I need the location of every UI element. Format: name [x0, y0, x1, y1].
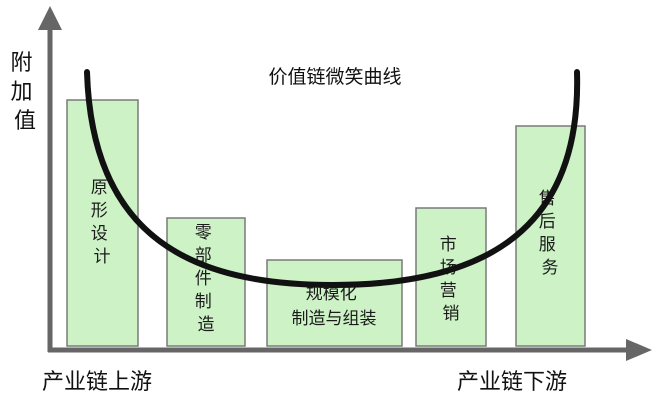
stage-box-parts	[166, 217, 246, 347]
stage-box-assembly	[266, 259, 403, 347]
axes	[38, 6, 652, 361]
x-axis-arrow	[626, 339, 652, 361]
x-axis-left-label: 产业链上游	[42, 370, 152, 395]
diagram-title: 价值链微笑曲线	[268, 66, 401, 88]
y-axis-arrow	[38, 6, 62, 30]
stage-box-service	[515, 125, 586, 347]
x-axis-right-label: 产业链下游	[457, 370, 567, 395]
stage-box-design	[66, 99, 139, 347]
y-axis-label: 附 加 值	[10, 51, 39, 134]
stage-label-parts: 零 部 件 制 造	[195, 223, 217, 335]
stage-label-assembly: 规模化 制造与组装	[292, 284, 377, 329]
stage-labels: 原 形 设 计 零 部 件 制 造 规模化 制造与组装 市 场 营 销 售 后 …	[91, 178, 559, 335]
smile-curve	[84, 69, 581, 289]
stage-label-design: 原 形 设 计	[91, 178, 113, 267]
